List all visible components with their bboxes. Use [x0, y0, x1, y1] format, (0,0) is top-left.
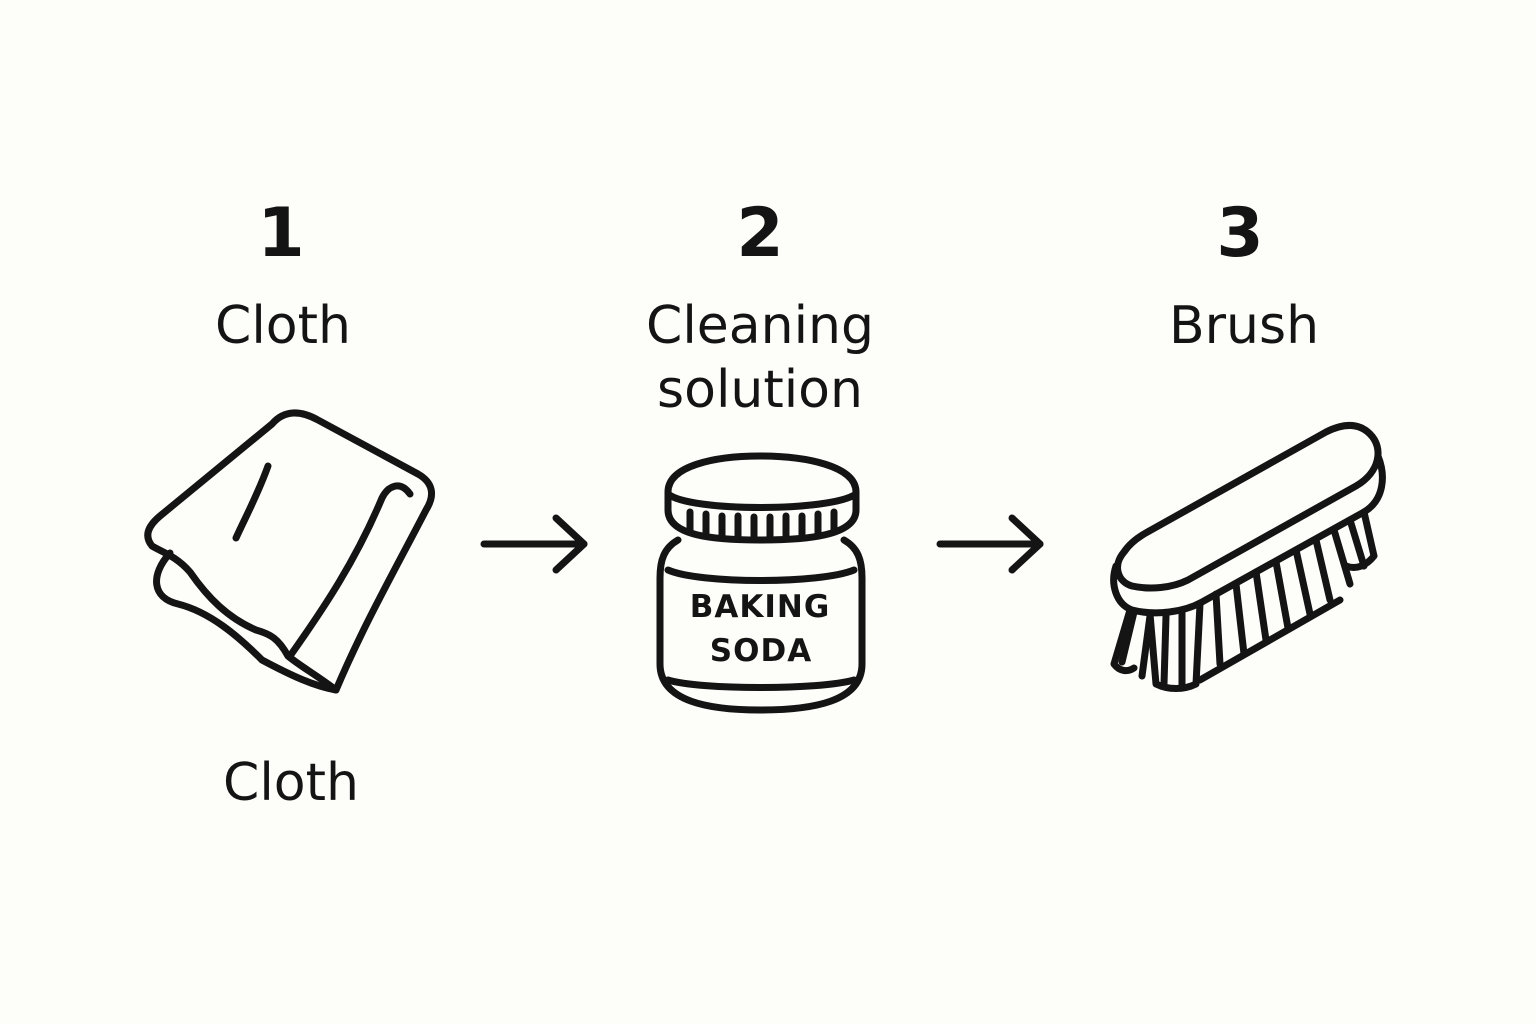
baking-soda-jar-icon: BAKING SODA: [656, 452, 866, 714]
step-1-number: 1: [257, 194, 305, 273]
scrub-brush-icon: [1110, 422, 1386, 692]
step-3-title: Brush: [1168, 296, 1320, 356]
step-2-number: 2: [736, 194, 784, 273]
step-2-title-line-1: Cleaning: [646, 296, 874, 356]
step-2-title: Cleaning solution: [646, 294, 874, 422]
step-2-title-line-2: solution: [657, 360, 863, 420]
arrow-right-icon: [936, 514, 1044, 574]
arrow-right-icon: [480, 514, 588, 574]
cloth-icon: [144, 409, 436, 694]
step-1-caption: Cloth: [223, 753, 359, 813]
step-1-title: Cloth: [215, 296, 351, 356]
jar-label-line-1: BAKING: [690, 589, 831, 625]
step-3-number: 3: [1216, 194, 1264, 273]
jar-label-line-2: SODA: [710, 633, 812, 669]
